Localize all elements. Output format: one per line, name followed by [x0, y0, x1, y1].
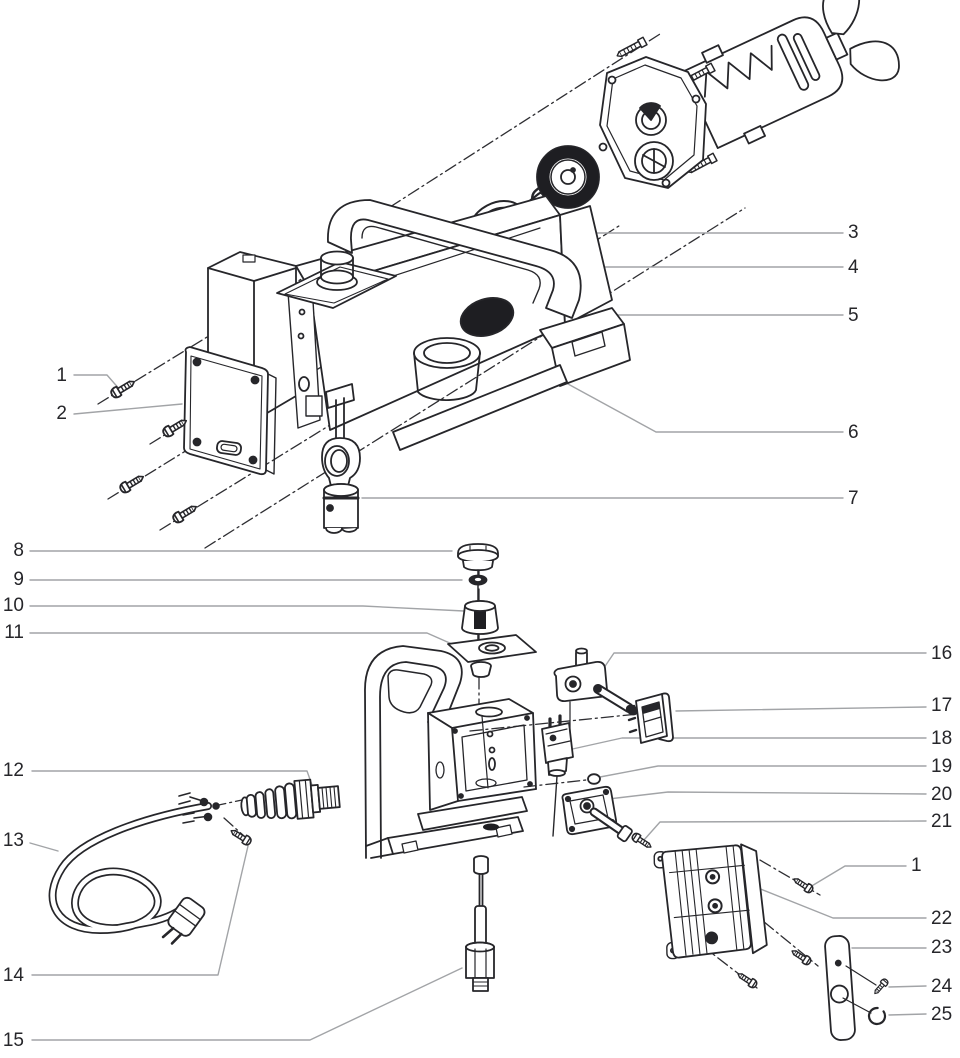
frame [364, 645, 537, 859]
callout-label-9: 9 [13, 569, 24, 590]
callout-label-15: 15 [2, 1030, 24, 1051]
callout-label-24: 24 [931, 976, 953, 997]
bracket-screw [629, 830, 655, 852]
motor [681, 0, 900, 149]
carry-handle [327, 199, 582, 319]
control-board-heatsink [653, 843, 768, 960]
ball [587, 773, 601, 785]
transducer [465, 855, 495, 992]
slider-assembly [321, 437, 361, 534]
callout-label-1-right: 1 [911, 855, 922, 876]
callout-label-19: 19 [931, 756, 953, 777]
callout-label-20: 20 [931, 784, 953, 805]
callout-label-16: 16 [931, 643, 953, 664]
ground-screw [227, 826, 254, 848]
callout-label-25: 25 [931, 1004, 953, 1025]
power-cord [48, 792, 220, 945]
leader-lines [29, 201, 927, 1041]
fan-blades [822, 0, 900, 82]
wire-terminals [178, 792, 220, 824]
callout-label-21: 21 [931, 811, 953, 832]
cover-plate [183, 346, 277, 476]
callout-label-5: 5 [848, 305, 859, 326]
strip-screw [871, 976, 891, 997]
callout-label-18: 18 [931, 728, 953, 749]
callout-label-8: 8 [13, 540, 24, 561]
potentiometer-bracket [561, 785, 633, 843]
callout-label-7: 7 [848, 488, 859, 509]
plug [161, 896, 206, 945]
retainer-plate [447, 634, 537, 678]
callout-label-3: 3 [848, 222, 859, 243]
callout-label-13: 13 [2, 830, 24, 851]
retaining-ring [867, 1006, 887, 1026]
callout-label-2: 2 [56, 403, 67, 424]
power-switch [626, 692, 674, 744]
cap [457, 543, 499, 572]
callout-label-22: 22 [931, 908, 953, 929]
callout-label-12: 12 [2, 760, 24, 781]
solenoid [541, 714, 574, 837]
callout-label-10: 10 [2, 595, 24, 616]
cover-strip [824, 935, 877, 1041]
callout-label-17: 17 [931, 695, 953, 716]
callout-label-23: 23 [931, 937, 953, 958]
callout-label-14: 14 [2, 965, 24, 986]
callout-label-4: 4 [848, 257, 859, 278]
strain-relief [240, 778, 341, 820]
centerlines [97, 33, 821, 989]
callout-label-6: 6 [848, 422, 859, 443]
gearbox-housing [207, 195, 631, 451]
gear-cover-plate [598, 56, 707, 189]
callout-label-11: 11 [4, 622, 24, 643]
washer [468, 574, 488, 586]
bushing [461, 600, 499, 635]
callout-label-1-left: 1 [56, 365, 67, 386]
